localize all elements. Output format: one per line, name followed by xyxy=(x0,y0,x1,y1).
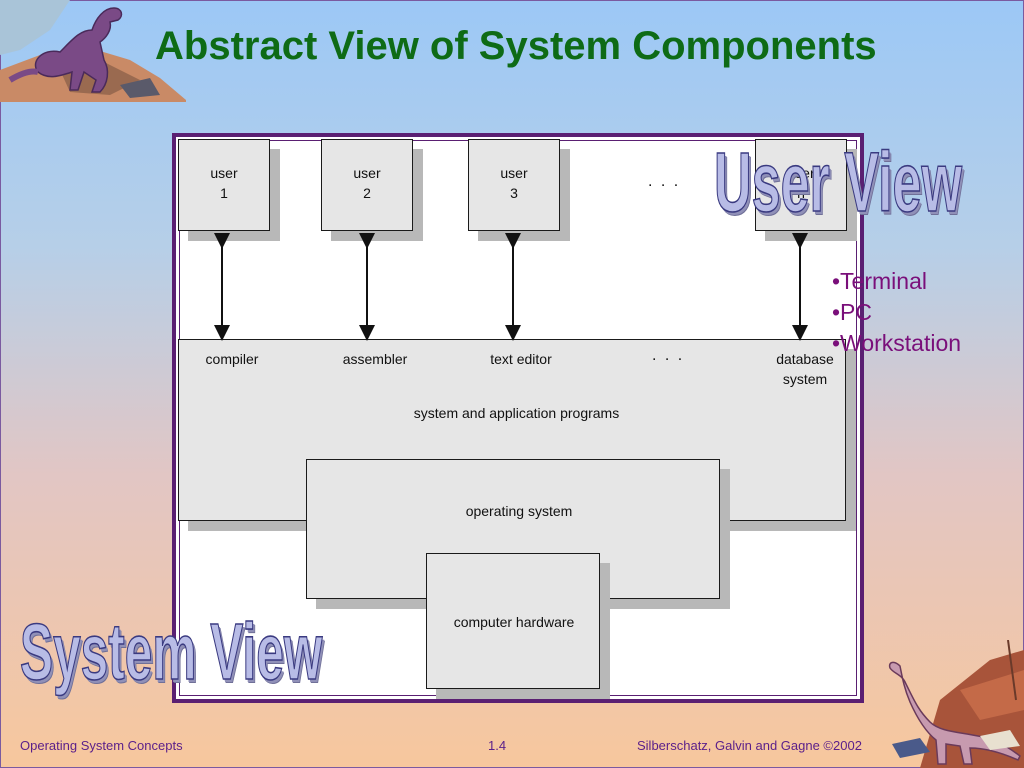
program-ellipsis: . . . xyxy=(652,347,685,364)
user-ellipsis: . . . xyxy=(648,173,681,190)
database-line1: database xyxy=(776,351,834,367)
bullet-pc: •PC xyxy=(832,299,873,325)
user-2-box xyxy=(321,139,413,231)
user-2-label: user 2 xyxy=(353,165,381,201)
text-editor-label: text editor xyxy=(472,349,570,369)
user-3-box xyxy=(468,139,560,231)
footer-right: Silberschatz, Galvin and Gagne ©2002 xyxy=(637,738,862,753)
hardware-layer-label: computer hardware xyxy=(440,612,588,632)
footer-page-number: 1.4 xyxy=(488,738,507,753)
system-view-wordart: System View xyxy=(20,606,323,697)
database-line2: system xyxy=(782,371,828,387)
dinosaur-top-left-icon xyxy=(0,0,186,102)
slide-title: Abstract View of System Components xyxy=(155,24,877,68)
device-bullet-list: •Terminal •PC •Workstation xyxy=(832,266,961,359)
compiler-label: compiler xyxy=(188,349,276,369)
footer-left: Operating System Concepts xyxy=(20,738,183,753)
os-layer-label: operating system xyxy=(450,501,588,521)
user-3-label: user 3 xyxy=(500,165,528,201)
user-1-label: user 1 xyxy=(210,165,238,201)
user-view-wordart: User View xyxy=(714,134,963,230)
programs-layer-label: system and application programs xyxy=(390,403,643,423)
user-n-box xyxy=(755,139,847,231)
bullet-terminal: •Terminal xyxy=(832,268,927,294)
user-program-arrows xyxy=(214,233,808,341)
bullet-workstation: •Workstation xyxy=(832,330,962,356)
diagram-frame: compiler assembler text editor . . . dat… xyxy=(172,133,864,703)
user-1-box xyxy=(178,139,270,231)
user-n-label: user n xyxy=(787,165,815,201)
assembler-label: assembler xyxy=(326,349,424,369)
dinosaur-bottom-right-icon xyxy=(888,640,1024,768)
database-system-label: database system xyxy=(766,349,844,389)
